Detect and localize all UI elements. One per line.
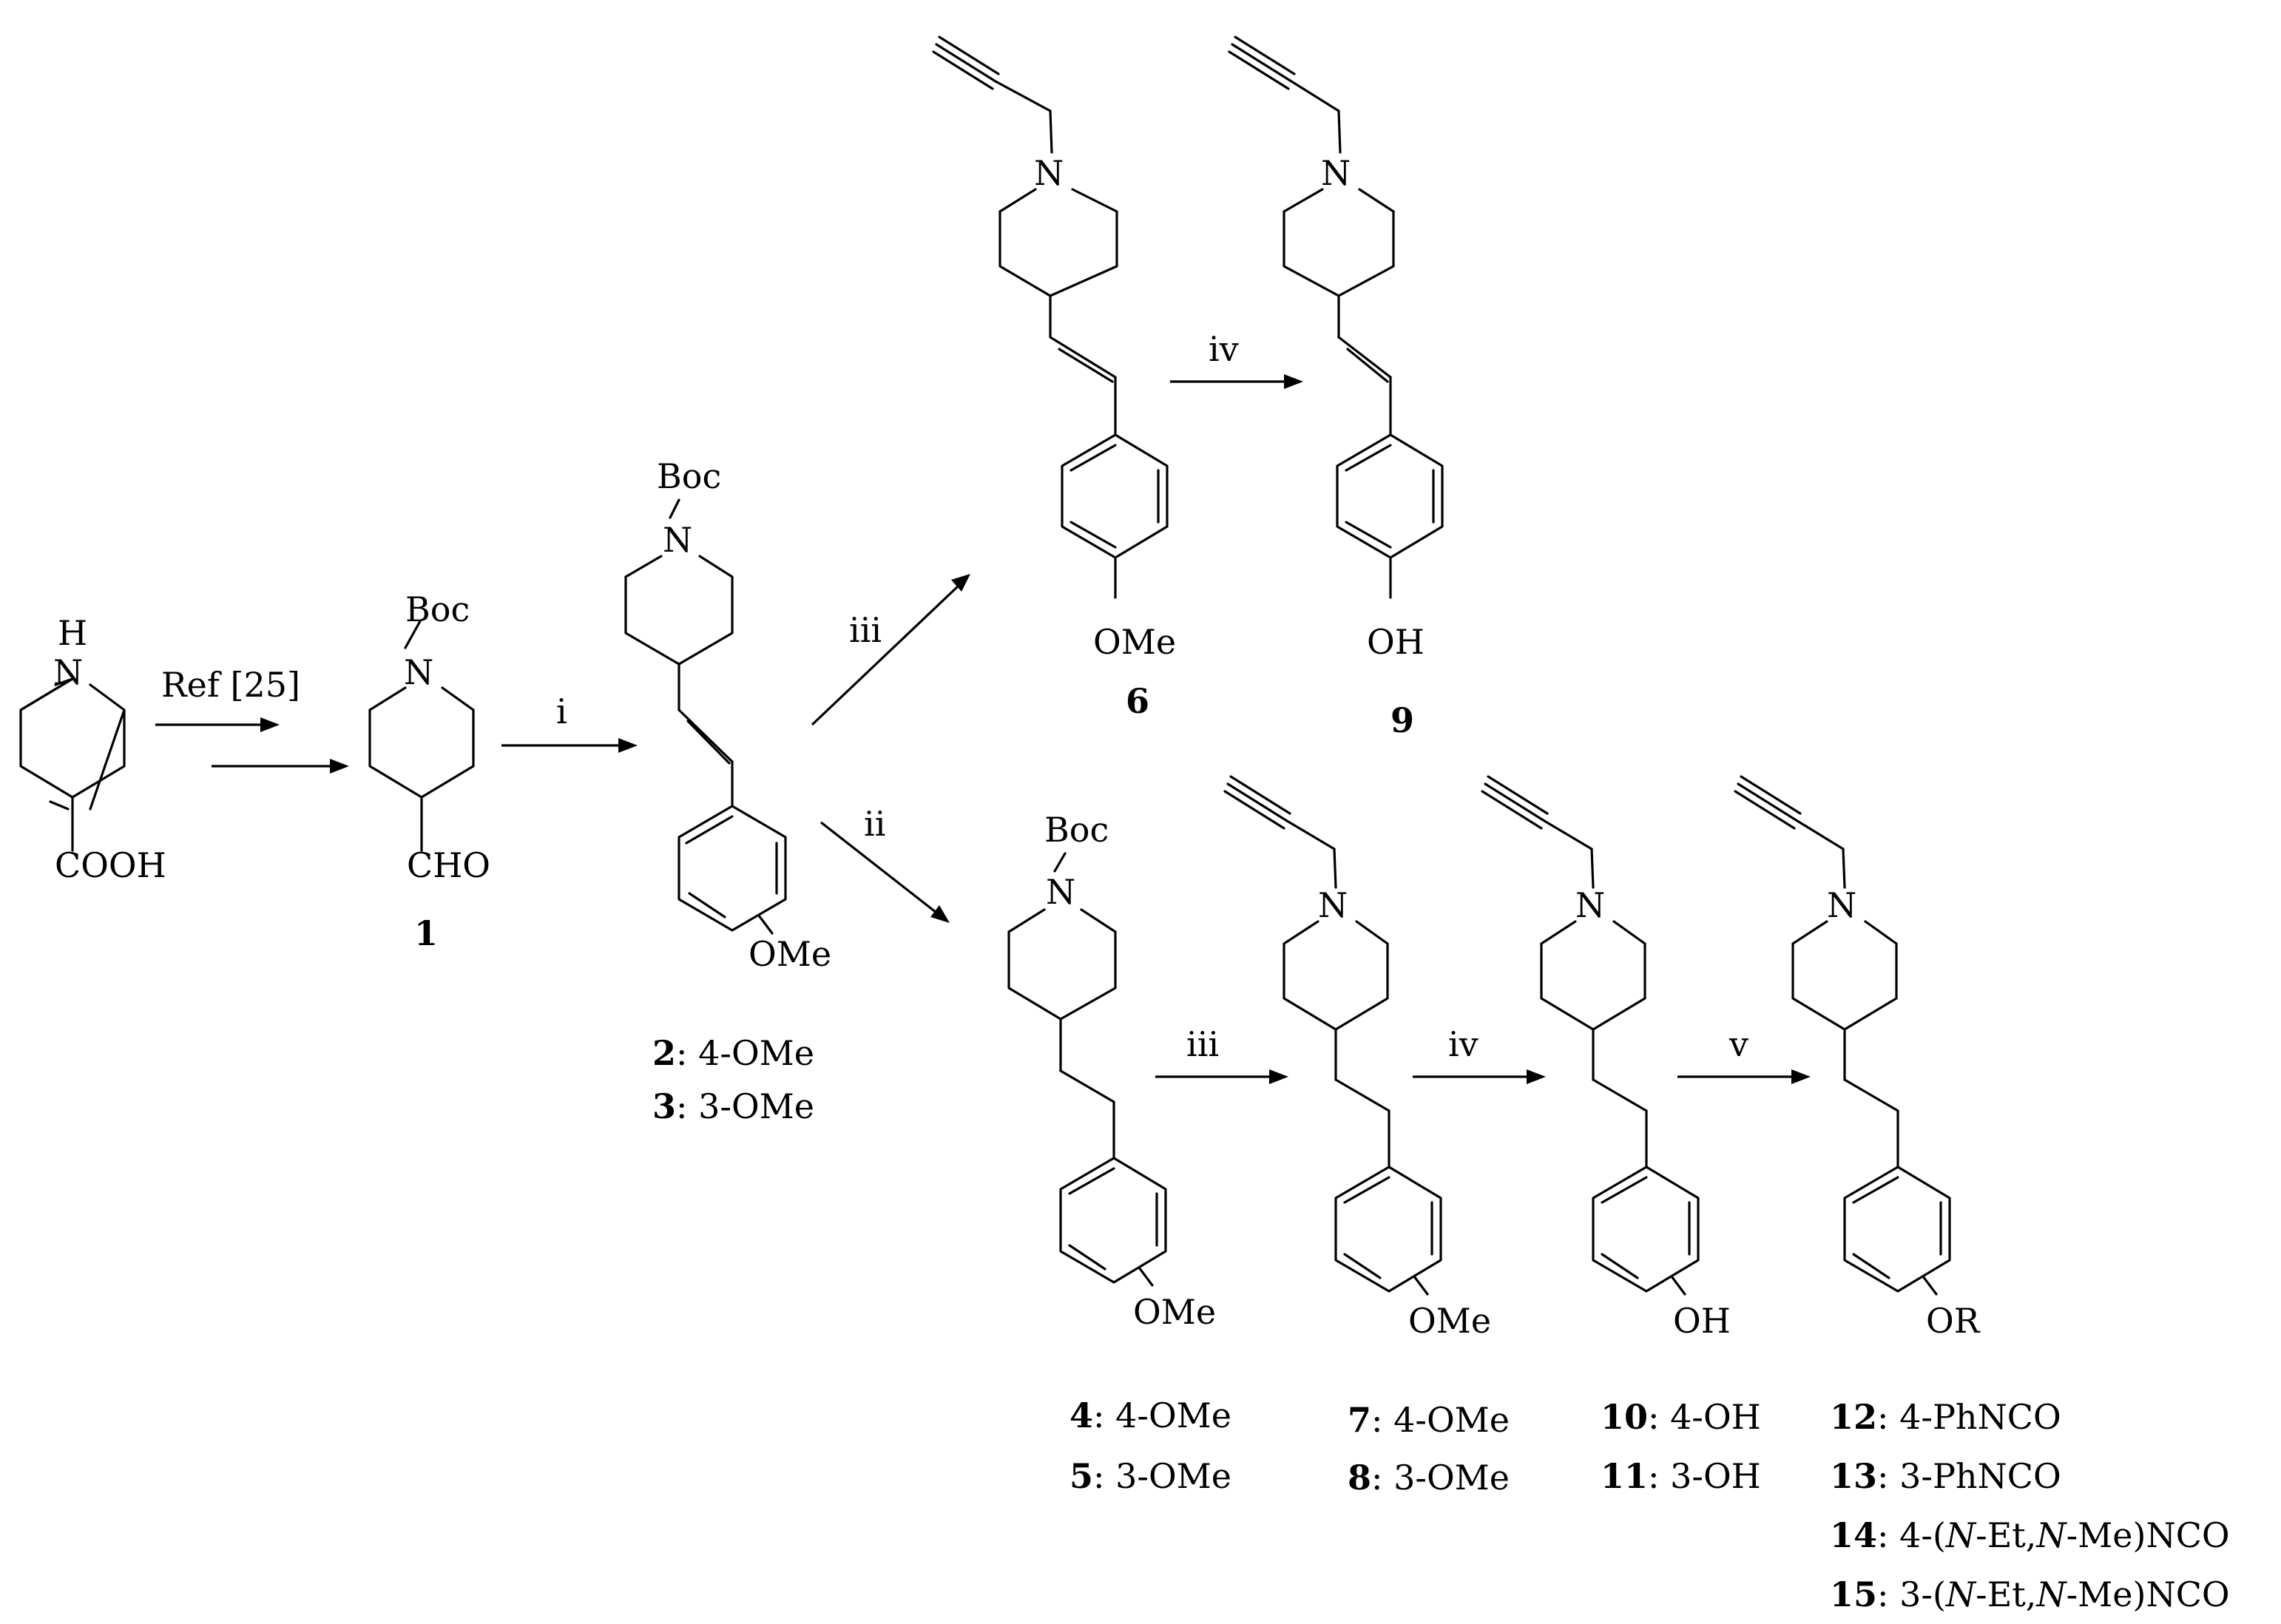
atom-cooh: COOH [55,845,166,885]
atom-n: N [1318,885,1348,925]
arrow-ref25: Ref [25] [155,665,349,774]
arrow-step-iv-upper: iv [1170,329,1303,389]
structure-compound-10-11: N OH [1481,775,1731,1341]
reagent-iii: iii [1186,1024,1219,1064]
atom-ome: OMe [1408,1301,1491,1341]
label-compound-5: 5: 3-OMe [1069,1456,1231,1496]
structure-compound-12-15: N OR [1734,775,1981,1341]
atom-n: N [663,520,692,560]
reagent-iv: iv [1209,329,1239,369]
reagent-i: i [556,691,567,731]
arrow-step-iii-lower: iii [1155,1024,1288,1084]
reagent-v: v [1729,1024,1748,1064]
label-compound-10: 10: 4-OH [1601,1397,1761,1437]
arrow-step-v: v [1677,1024,1811,1084]
atom-ome: OMe [1133,1292,1216,1332]
compound-labels-2-3: 2: 4-OMe 3: 3-OMe [652,1033,814,1126]
structure-compound-2-3: Boc N OMe [624,456,831,974]
label-compound-4: 4: 4-OMe [1069,1395,1231,1435]
atom-n: N [53,652,83,692]
structure-compound-4-5: Boc N OMe [1007,810,1216,1332]
structure-compound-7-8: N OMe [1223,775,1491,1341]
compound-number-6: 6 [1126,681,1149,721]
label-compound-11: 11: 3-OH [1601,1456,1761,1496]
atom-n: N [1575,885,1605,925]
reagent-iv: iv [1448,1024,1479,1064]
label-compound-7: 7: 4-OMe [1348,1400,1510,1440]
atom-ome: OMe [1093,622,1176,662]
arrow-step-ii: ii [820,804,950,923]
reagent-iii: iii [849,610,882,650]
atom-or: OR [1926,1301,1981,1341]
label-compound-2: 2: 4-OMe [652,1033,814,1073]
atom-cho: CHO [407,845,490,885]
atom-boc: Boc [405,589,470,629]
structure-start-material: H N COOH [19,613,166,885]
label-compound-15: 15: 3-(N-Et,N-Me)NCO [1830,1574,2230,1614]
label-compound-8: 8: 3-OMe [1348,1458,1510,1498]
atom-n: N [1034,153,1064,193]
atom-h: H [58,613,87,653]
atom-n: N [1827,885,1856,925]
label-compound-14: 14: 4-(N-Et,N-Me)NCO [1830,1515,2230,1555]
atom-ome: OMe [748,934,831,974]
atom-oh: OH [1673,1301,1731,1341]
label-compound-13: 13: 3-PhNCO [1830,1456,2061,1496]
reagent-ii: ii [864,804,885,844]
label-compound-12: 12: 4-PhNCO [1830,1397,2061,1437]
structure-compound-6: N OMe 6 [932,35,1176,721]
atom-boc: Boc [657,456,721,496]
atom-n: N [1046,872,1075,912]
structure-compound-9: N OH 9 [1228,35,1444,740]
atom-n: N [1321,153,1351,193]
atom-oh: OH [1367,622,1425,662]
label-compound-3: 3: 3-OMe [652,1086,814,1126]
arrow-step-i: i [501,691,638,753]
arrow-step-iv-lower: iv [1413,1024,1546,1084]
structure-compound-1: Boc N CHO 1 [368,589,490,953]
compound-labels-12-15: 12: 4-PhNCO 13: 3-PhNCO 14: 4-(N-Et,N-Me… [1830,1397,2230,1614]
compound-labels-7-8: 7: 4-OMe 8: 3-OMe [1348,1400,1510,1498]
arrow-step-iii-upper: iii [811,574,970,726]
compound-labels-10-11: 10: 4-OH 11: 3-OH [1601,1397,1761,1496]
atom-n: N [404,652,433,692]
compound-number-1: 1 [414,913,438,953]
compound-labels-4-5: 4: 4-OMe 5: 3-OMe [1069,1395,1231,1496]
reagent-ref25: Ref [25] [161,665,300,705]
atom-boc: Boc [1044,810,1109,850]
compound-number-9: 9 [1390,700,1414,740]
